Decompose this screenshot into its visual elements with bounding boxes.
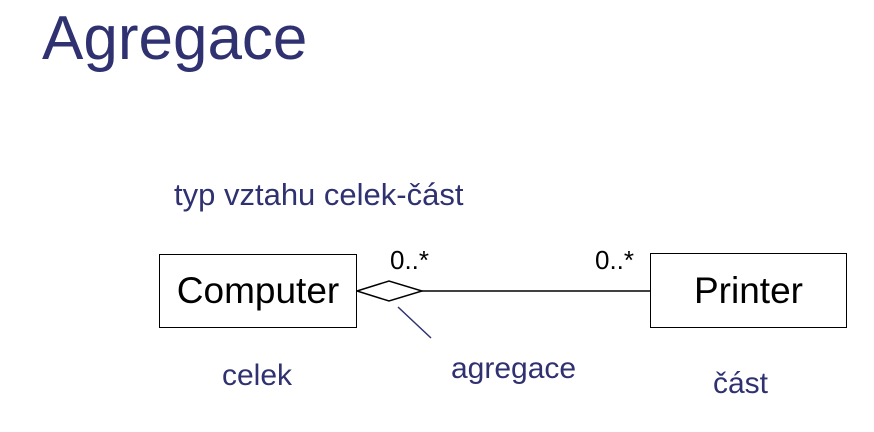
aggregation-diamond <box>354 280 425 302</box>
part-caption: část <box>713 367 769 400</box>
agregace-pointer-line <box>397 306 432 339</box>
whole-multiplicity: 0..* <box>390 245 430 275</box>
relation-caption: agregace <box>451 352 577 385</box>
printer-class-name: Printer <box>694 269 803 311</box>
computer-class-name: Computer <box>176 270 340 311</box>
subtitle: typ vztahu celek-část <box>174 177 464 212</box>
slide-title: Agregace <box>42 4 308 73</box>
printer-class-box: Printer <box>650 253 847 328</box>
whole-caption: celek <box>222 359 293 392</box>
part-multiplicity: 0..* <box>595 245 635 275</box>
computer-class-box: Computer <box>159 254 357 328</box>
